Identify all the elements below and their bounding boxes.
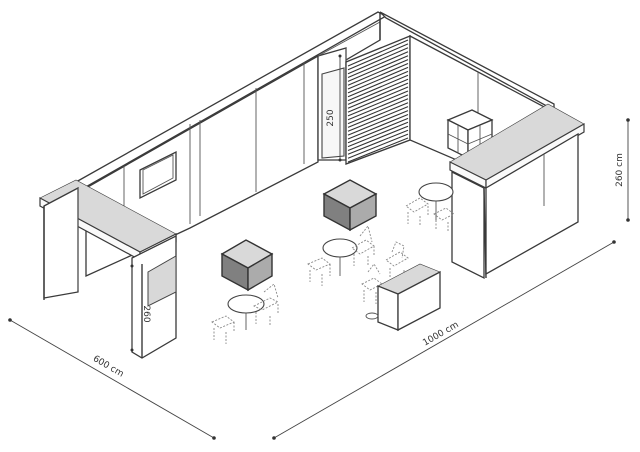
slat (347, 62, 409, 90)
dim-height-storage (338, 54, 342, 162)
slat (347, 121, 409, 148)
front-wall (131, 234, 177, 359)
slat (347, 133, 409, 159)
right-wall-block (449, 103, 585, 280)
dim-height-right (626, 118, 630, 222)
label-height-storage: 250 (326, 109, 336, 126)
slat (347, 74, 409, 102)
slat (347, 55, 409, 82)
cube-stool-center (322, 179, 378, 232)
slat (347, 39, 409, 67)
dim-height-front-wall (130, 264, 134, 352)
left-canopy (39, 179, 177, 300)
chairs (211, 197, 455, 344)
slat (347, 66, 409, 94)
dim-width (8, 318, 216, 440)
slat (347, 86, 409, 113)
reception-counter (365, 263, 441, 332)
table-left (227, 294, 265, 330)
slat (347, 59, 409, 86)
label-height-right: 260 cm (615, 153, 625, 187)
slat (347, 113, 409, 140)
slat (347, 102, 409, 128)
slat (347, 90, 409, 117)
dim-length (272, 240, 616, 440)
slat (347, 106, 409, 132)
wall-picture (139, 150, 177, 200)
slat (347, 51, 409, 79)
slat (347, 94, 409, 121)
cube-stool-left (220, 239, 274, 292)
slat (347, 78, 409, 105)
slat (347, 82, 409, 109)
slat (347, 117, 409, 144)
slat (347, 47, 409, 75)
label-height-front-wall: 260 (141, 305, 151, 322)
slat (347, 98, 409, 125)
slat (347, 125, 409, 152)
table-right (418, 182, 454, 222)
slat (347, 110, 409, 136)
label-width: 600 cm (91, 354, 125, 380)
slat (347, 129, 409, 155)
slat-wall (345, 35, 411, 165)
front-wall-panel (147, 255, 177, 307)
slat (347, 137, 409, 163)
storage-door (321, 67, 345, 159)
table-center (322, 238, 358, 276)
slat (347, 43, 409, 71)
slat (347, 70, 409, 98)
